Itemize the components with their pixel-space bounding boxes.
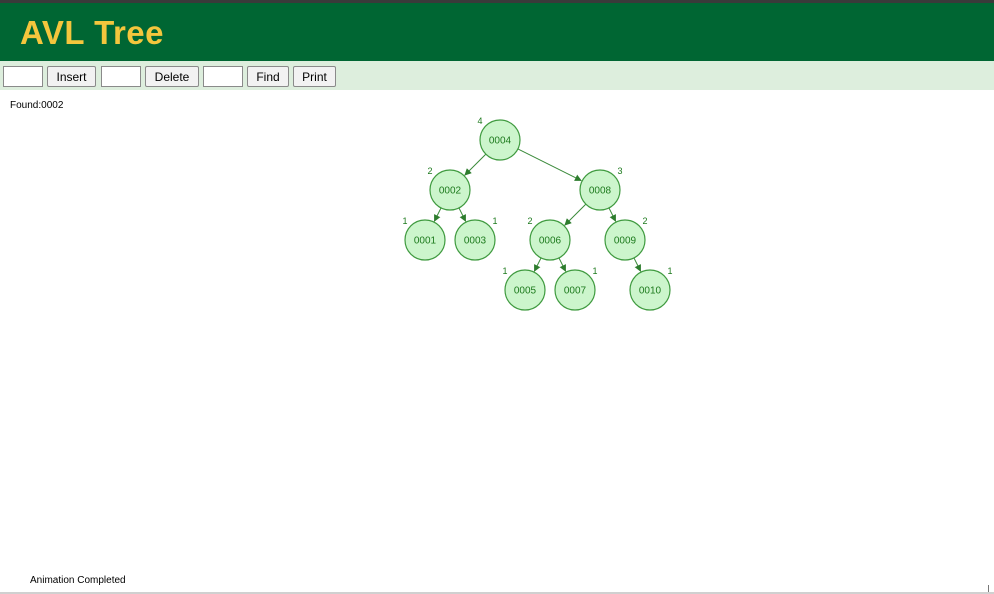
tree-node-circle (479, 119, 521, 161)
tree-node-label: 0006 (539, 236, 562, 247)
tree-node-label: 0003 (464, 236, 487, 247)
tree-edge (558, 257, 567, 272)
tree-node: 0008 3 (579, 166, 623, 211)
tree-nodes: 0004 4 0002 2 0008 3 0001 1 0003 1 0006 2 0009 2 0005 1… (402, 116, 673, 311)
tree-node-label: 0005 (514, 286, 537, 297)
tree-node-label: 0009 (614, 236, 637, 247)
tree-node-height: 1 (492, 216, 497, 226)
tree-edge (633, 257, 642, 272)
tree-node: 0002 2 (427, 166, 471, 211)
tree-node-label: 0004 (489, 136, 512, 147)
tree-node-circle (454, 219, 496, 261)
tree-edge (517, 148, 582, 182)
tree-node: 0001 1 (402, 216, 446, 261)
tree-edge (608, 207, 617, 222)
tree-node-label: 0010 (639, 286, 662, 297)
page-title: AVL Tree (20, 14, 165, 51)
tree-node-label: 0002 (439, 186, 462, 197)
header-bar: AVL Tree (0, 3, 994, 61)
resize-handle[interactable] (988, 585, 994, 592)
tree-edge (458, 207, 467, 222)
tree-node-height: 4 (477, 116, 482, 126)
tree-node-height: 3 (617, 166, 622, 176)
tree-node-height: 1 (592, 266, 597, 276)
tree-node-label: 0008 (589, 186, 612, 197)
found-message: Found:0002 (10, 100, 64, 111)
tree-node: 0004 4 (477, 116, 521, 161)
tree-node-circle (604, 219, 646, 261)
window-top-border (0, 0, 994, 3)
insert-input[interactable] (3, 66, 43, 87)
tree-node-label: 0007 (564, 286, 587, 297)
toolbar: Insert Delete Find Print (0, 61, 994, 90)
tree-node: 0007 1 (554, 266, 598, 311)
tree-node-height: 2 (427, 166, 432, 176)
tree-node: 0009 2 (604, 216, 648, 261)
print-button[interactable]: Print (293, 66, 336, 87)
tree-edge (564, 203, 587, 226)
tree-node-circle (629, 269, 671, 311)
tree-node-height: 1 (402, 216, 407, 226)
tree-node-circle (429, 169, 471, 211)
insert-button[interactable]: Insert (47, 66, 96, 87)
tree-node-circle (554, 269, 596, 311)
tree-node: 0010 1 (629, 266, 673, 311)
tree-node-height: 1 (502, 266, 507, 276)
tree-node-circle (504, 269, 546, 311)
tree-node: 0006 2 (527, 216, 571, 261)
tree-edge (433, 207, 442, 222)
tree-edge (533, 257, 542, 272)
find-input[interactable] (203, 66, 243, 87)
tree-node-circle (404, 219, 446, 261)
tree-node-circle (579, 169, 621, 211)
tree-edge (464, 153, 487, 176)
delete-button[interactable]: Delete (145, 66, 199, 87)
window-bottom-border (0, 592, 994, 594)
tree-node: 0005 1 (502, 266, 546, 311)
tree-node-height: 2 (642, 216, 647, 226)
tree-node-height: 1 (667, 266, 672, 276)
delete-input[interactable] (101, 66, 141, 87)
tree-edges (433, 148, 642, 272)
tree-node: 0003 1 (454, 216, 498, 261)
tree-node-circle (529, 219, 571, 261)
find-button[interactable]: Find (247, 66, 289, 87)
status-message: Animation Completed (30, 575, 126, 586)
tree-node-label: 0001 (414, 236, 437, 247)
tree-node-height: 2 (527, 216, 532, 226)
